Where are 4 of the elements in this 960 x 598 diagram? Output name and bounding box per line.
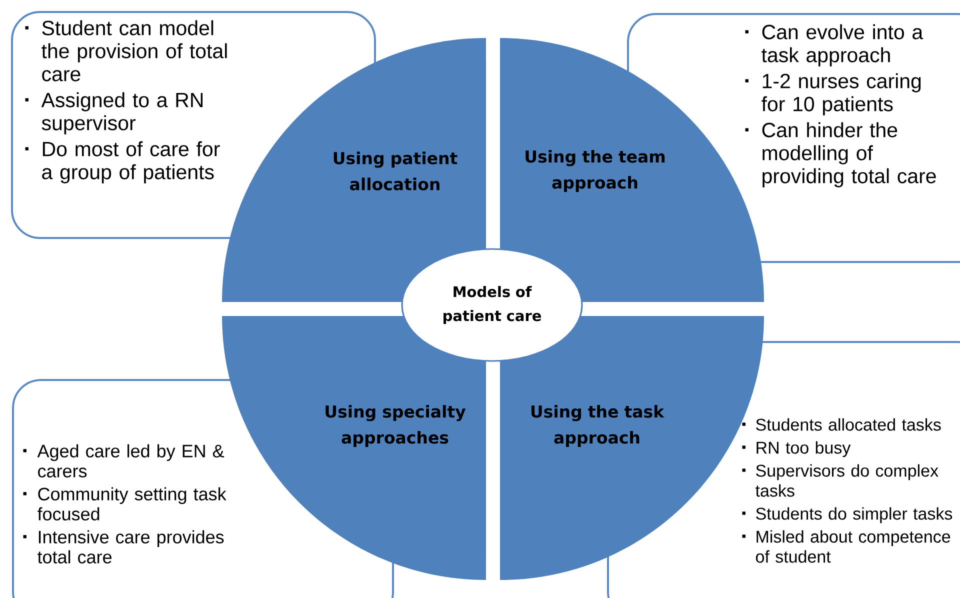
list-item: Do most of care for a group of patients <box>25 141 220 184</box>
list-item: Intensive care provides total care <box>23 530 224 564</box>
list-item: Aged care led by EN & carers <box>23 444 224 478</box>
list-item: Assigned to a RN supervisor <box>25 92 203 134</box>
